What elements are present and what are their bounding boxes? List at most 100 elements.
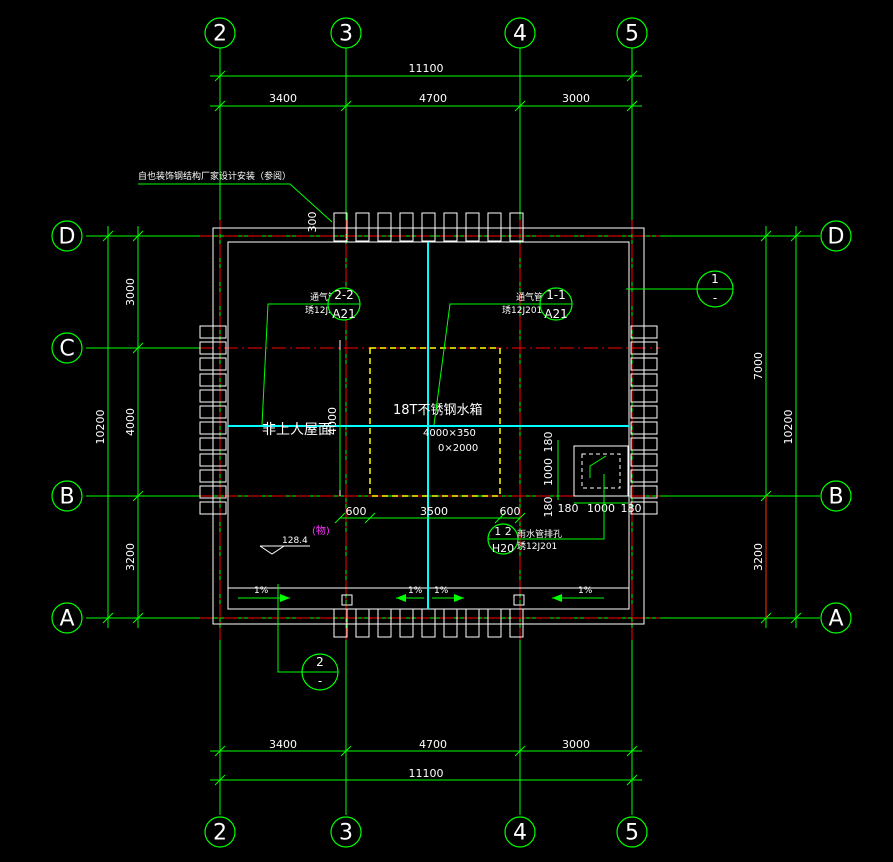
axis-label-4-top: 4 xyxy=(513,22,527,47)
parapet-fin xyxy=(421,212,436,242)
dim-top-span-2: 4700 xyxy=(419,92,447,105)
parapet-fin xyxy=(443,212,458,242)
section-2-bottom: - xyxy=(318,674,322,688)
structure-note: 自也装饰钢结构厂家设计安装（参阅） xyxy=(138,170,291,182)
parapet-fin xyxy=(630,357,658,371)
detail-left-bottom: A21 xyxy=(332,307,355,321)
dim-top-span-3: 3000 xyxy=(562,92,590,105)
parapet-fin xyxy=(465,608,480,638)
dim-top-total: 11100 xyxy=(409,62,444,75)
water-tank: 4000 18T不锈钢水箱 4000×350 0×2000 600 3500 6… xyxy=(326,340,526,524)
vent-right-ref: 琇12J201 xyxy=(502,304,542,316)
axis-label-A-left: A xyxy=(59,607,74,632)
dim-bottom-span-2: 4700 xyxy=(419,738,447,751)
dim-hatch-v-1: 180 xyxy=(542,432,555,453)
axis-label-C-left: C xyxy=(59,337,74,362)
roof-hatch: 180 1000 180 180 1000 180 xyxy=(542,432,642,518)
dim-bottom-span-1: 3400 xyxy=(269,738,297,751)
drain-detail-top: 1 2 xyxy=(494,525,512,538)
parapet-fin xyxy=(199,325,227,339)
annotations: 自也装饰钢结构厂家设计安装（参阅） 300 通气管 琇12J201 2-2 A2… xyxy=(138,170,734,691)
parapet-fin xyxy=(399,212,414,242)
top-dimensions: 11100 3400 4700 3000 xyxy=(210,62,642,112)
parapet-fin xyxy=(630,405,658,419)
parapet-fin xyxy=(199,373,227,387)
axis-label-3-top: 3 xyxy=(339,22,353,47)
dim-right-span-1: 7000 xyxy=(752,352,765,380)
parapet-fin xyxy=(333,212,348,242)
dim-bottom-span-3: 3000 xyxy=(562,738,590,751)
dim-parapet: 300 xyxy=(306,212,319,233)
detail-left-top: 2-2 xyxy=(334,288,354,302)
dim-bottom-total: 11100 xyxy=(409,767,444,780)
parapet-fin xyxy=(399,608,414,638)
parapet-fins xyxy=(199,212,658,638)
axis-label-5-bottom: 5 xyxy=(625,821,639,846)
dim-hatch-v-3: 180 xyxy=(542,497,555,518)
roof-type-label: 非上人屋面 xyxy=(262,422,332,438)
drain-detail-bottom: H20 xyxy=(492,542,514,555)
drain-ref: 琇12J201 xyxy=(517,540,557,552)
axis-bubbles-right: D B A xyxy=(820,220,852,634)
dim-hatch-h-1: 180 xyxy=(558,502,579,515)
roof-centerlines xyxy=(228,242,629,609)
parapet-fin xyxy=(630,453,658,467)
detail-right-bottom: A21 xyxy=(544,307,567,321)
axis-label-A-right: A xyxy=(828,607,843,632)
axis-label-2-bottom: 2 xyxy=(213,821,227,846)
left-dimensions: 10200 3000 4000 3200 xyxy=(94,226,144,628)
slope-label-1: 1% xyxy=(254,586,269,596)
parapet-fin xyxy=(630,325,658,339)
axis-label-B-right: B xyxy=(828,485,843,510)
parapet-fin xyxy=(199,469,227,483)
parapet-fin xyxy=(199,453,227,467)
dim-left-span-2: 4000 xyxy=(124,408,137,436)
slope-arrows: 1% 1% 1% 1% xyxy=(238,586,604,606)
parapet-fin xyxy=(377,608,392,638)
parapet-fin xyxy=(199,405,227,419)
slope-label-3: 1% xyxy=(434,586,449,596)
dim-tank-offset: 4000 xyxy=(326,407,339,435)
slope-label-4: 1% xyxy=(578,586,593,596)
axis-grid-lines xyxy=(86,48,820,815)
axis-label-4-bottom: 4 xyxy=(513,821,527,846)
parapet-fin xyxy=(199,421,227,435)
parapet-fin xyxy=(509,608,524,638)
parapet-fin xyxy=(199,357,227,371)
section-1-top: 1 xyxy=(711,272,719,286)
dim-hatch-v-2: 1000 xyxy=(542,458,555,486)
dim-right-span-2: 3200 xyxy=(752,543,765,571)
axis-label-B-left: B xyxy=(59,485,74,510)
bottom-dimensions: 3400 4700 3000 11100 xyxy=(210,738,642,786)
parapet-fin xyxy=(630,485,658,499)
axis-bubbles-left: D C B A xyxy=(51,220,83,634)
axis-bubbles-bottom: 2 3 4 5 xyxy=(204,816,648,848)
tank-title: 18T不锈钢水箱 xyxy=(393,402,482,418)
section-2-top: 2 xyxy=(316,655,324,669)
parapet-fin xyxy=(199,437,227,451)
parapet-fin xyxy=(630,437,658,451)
parapet-fin xyxy=(630,421,658,435)
parapet-fin xyxy=(333,608,348,638)
parapet-fin xyxy=(487,608,502,638)
parapet-fin xyxy=(199,485,227,499)
axis-label-3-bottom: 3 xyxy=(339,821,353,846)
dim-left-total: 10200 xyxy=(94,410,107,445)
vent-right-name: 通气管 xyxy=(516,291,543,303)
parapet-fin xyxy=(377,212,392,242)
elevation-value: 128.4 xyxy=(282,536,308,546)
tank-size-1: 4000×350 xyxy=(423,428,476,439)
right-dimensions: 7000 3200 10200 xyxy=(752,226,802,628)
parapet-fin xyxy=(630,341,658,355)
parapet-fin xyxy=(421,608,436,638)
parapet-fin xyxy=(199,389,227,403)
axis-label-D-right: D xyxy=(828,225,845,250)
parapet-fin xyxy=(355,608,370,638)
dim-tank-bottom-2: 3500 xyxy=(420,505,448,518)
axis-label-5-top: 5 xyxy=(625,22,639,47)
parapet-fin xyxy=(509,212,524,242)
axis-bubbles-top: 2 3 4 5 xyxy=(204,17,648,49)
dim-tank-bottom-1: 600 xyxy=(346,505,367,518)
detail-right-top: 1-1 xyxy=(546,288,566,302)
